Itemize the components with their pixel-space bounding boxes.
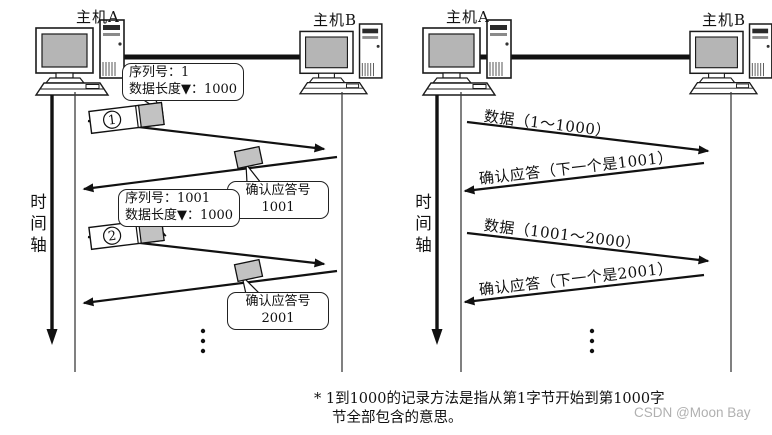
right-panel <box>422 19 772 372</box>
computer-icon <box>689 23 772 95</box>
ack-callout-1: 确认应答号 1001 <box>227 181 329 219</box>
seq-callout-1-line2: 数据长度▼：1000 <box>129 81 238 97</box>
ack-arrow-2 <box>463 273 705 306</box>
host-b-label-right: 主机B <box>702 11 747 29</box>
ack-callout-1-line2: 1001 <box>261 199 295 215</box>
packet-number-circle <box>103 226 122 245</box>
computer-icon <box>35 19 125 96</box>
time-axis-arrow <box>431 95 443 345</box>
seq-callout-1: 序列号：1 数据长度▼：1000 <box>122 63 245 101</box>
continuation-dots <box>200 328 206 354</box>
footnote-line-2: 节全部包含的意思。 <box>332 410 463 426</box>
computer-icon <box>422 19 512 96</box>
time-axis-label-left: 时间轴 <box>27 193 47 258</box>
ack-callout-2-line1: 确认应答号 <box>245 294 311 309</box>
ack-callout-2-line2: 2001 <box>261 310 295 326</box>
seq-callout-2-line1: 序列号：1001 <box>125 191 211 206</box>
ack-arrow-2 <box>82 269 338 307</box>
data-arrow-2 <box>466 231 710 265</box>
seq-callout-2-line2: 数据长度▼：1000 <box>125 207 234 223</box>
host-b-label-left: 主机B <box>313 11 358 29</box>
ack-callout-1-line1: 确认应答号 <box>245 183 311 198</box>
ack-packet-1 <box>233 145 264 170</box>
packet-number-circle <box>103 110 122 129</box>
host-a-label-right: 主机A <box>446 8 490 26</box>
ack-callout-2: 确认应答号 2001 <box>227 292 329 330</box>
packet-1-number: 1 <box>107 113 117 129</box>
time-axis-label-right: 时间轴 <box>412 193 432 258</box>
data-packet-1: 1 <box>88 101 165 135</box>
host-a-label-left: 主机A <box>76 8 120 26</box>
seq-callout-2: 序列号：1001 数据长度▼：1000 <box>118 189 241 227</box>
time-axis-arrow <box>46 95 58 345</box>
ack-arrow-1 <box>82 155 338 193</box>
footnote-line-1: * 1到1000的记录方法是指从第1字节开始到第1000字 <box>314 391 665 407</box>
watermark: CSDN @Moon Bay <box>634 405 751 420</box>
ack-arrow-1 <box>463 161 705 195</box>
continuation-dots <box>589 328 595 354</box>
ack-packet-2 <box>233 258 264 283</box>
seq-callout-1-line1: 序列号：1 <box>129 65 190 80</box>
computer-icon <box>299 23 383 95</box>
packet-2-number: 2 <box>107 229 117 245</box>
data-arrow-1 <box>466 120 710 155</box>
